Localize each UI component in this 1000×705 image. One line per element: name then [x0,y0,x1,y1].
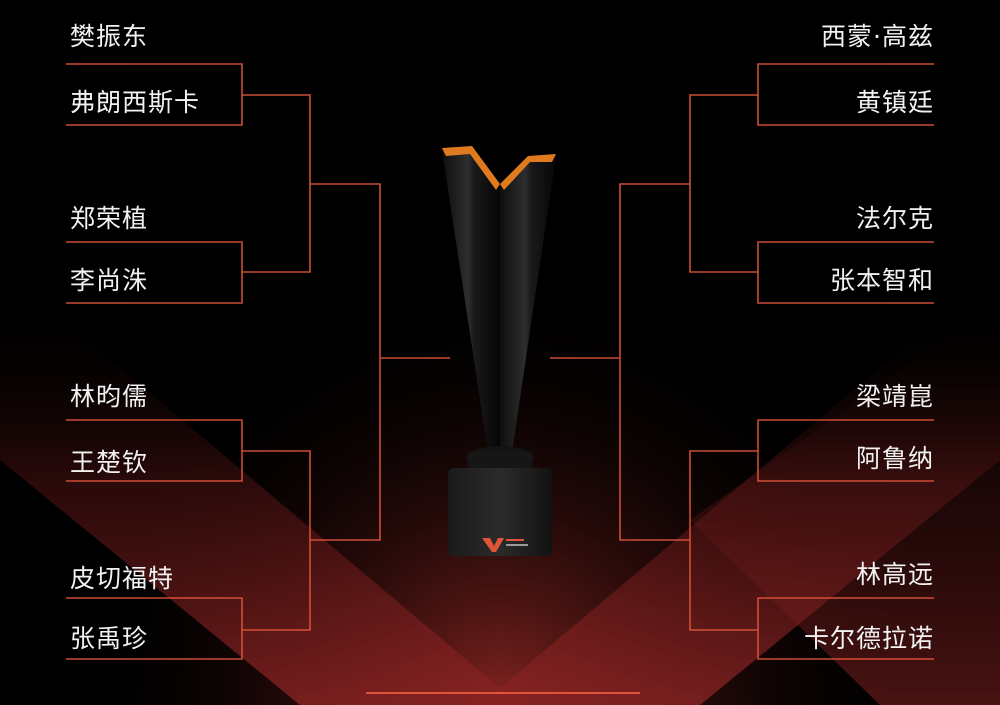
left-player-8-name: 张禹珍 [70,624,148,654]
left-player-7-name: 皮切福特 [70,564,174,594]
left-player-6-name: 王楚钦 [70,448,148,478]
trophy-right-blade [500,156,556,452]
right-player-2-name: 黄镇廷 [856,88,934,118]
left-player-3-name: 郑荣植 [70,204,148,234]
right-player-8-name: 卡尔德拉诺 [804,624,934,654]
right-player-5-name: 梁靖崑 [856,382,934,412]
right-player-4-name: 张本智和 [830,266,934,296]
left-player-4-name: 李尚洙 [70,266,148,296]
left-player-2-name: 弗朗西斯卡 [70,88,200,118]
trophy-left-blade [442,148,500,452]
right-player-7-name: 林高远 [856,560,934,590]
right-player-3-name: 法尔克 [856,204,934,234]
left-player-5-name: 林昀儒 [70,382,148,412]
right-player-1-name: 西蒙·高兹 [821,22,934,52]
left-player-1-name: 樊振东 [70,22,148,52]
right-player-6-name: 阿鲁纳 [856,444,934,474]
